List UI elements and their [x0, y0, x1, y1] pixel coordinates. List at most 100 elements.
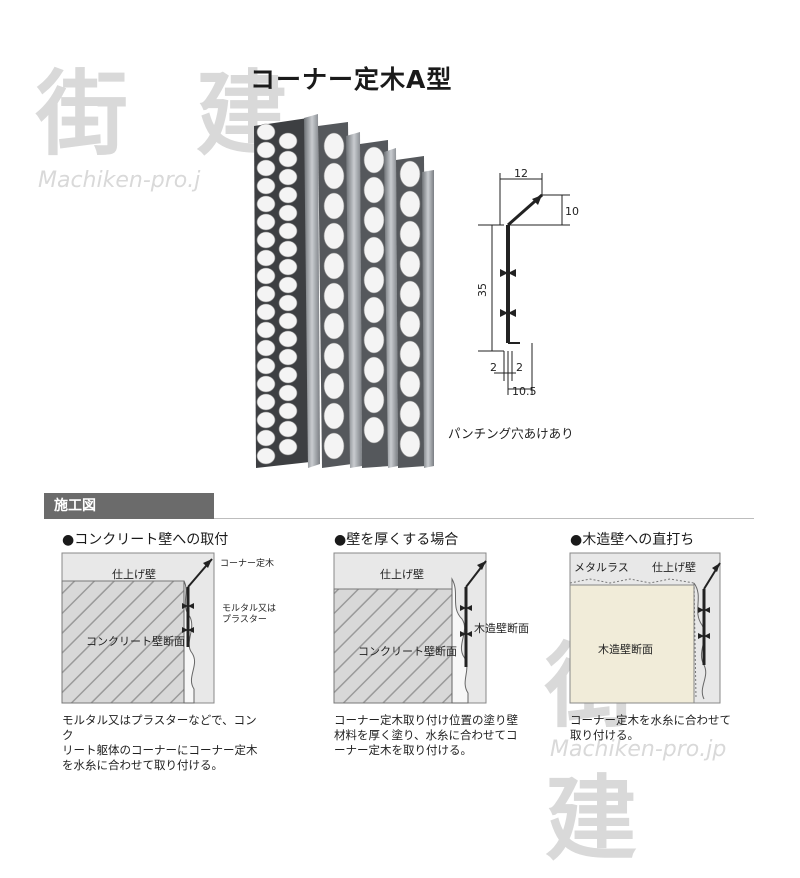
dim-top-width: 12: [514, 167, 528, 180]
perforation-hole: [363, 236, 385, 264]
perforation-hole: [278, 222, 298, 240]
panel-1-note: モルタル又はプラスターなどで、コンクリート躯体のコーナーにコーナー定木を水糸に合…: [62, 713, 258, 772]
perforation-hole: [323, 192, 345, 220]
perforation-hole: [278, 384, 298, 402]
perforation-hole: [278, 366, 298, 384]
perforation-hole: [256, 231, 276, 249]
dim-base-width: 10.5: [512, 385, 537, 398]
panel-3-section-label: 木造壁断面: [598, 643, 653, 656]
perforation-hole: [323, 402, 345, 430]
perforation-hole: [256, 339, 276, 357]
perforation-hole: [256, 195, 276, 213]
perforation-hole: [278, 438, 298, 456]
perforation-hole: [323, 312, 345, 340]
perforation-hole: [256, 177, 276, 195]
panel-1-title: ●コンクリート壁への取付: [62, 532, 229, 548]
panel-2-diagram: [333, 552, 487, 704]
panel-2-section-label: コンクリート壁断面: [358, 645, 457, 658]
perforation-hole: [323, 282, 345, 310]
perforation-hole: [363, 416, 385, 444]
watermark-kanji-top: 街 建: [36, 60, 307, 168]
perforation-hole: [278, 294, 298, 312]
perforation-hole: [363, 386, 385, 414]
perforation-hole: [278, 240, 298, 258]
perforation-hole: [363, 356, 385, 384]
perforation-hole: [323, 162, 345, 190]
panel-3-finish-wall: 仕上げ壁: [652, 561, 696, 574]
perforation-hole: [256, 321, 276, 339]
perforation-hole: [323, 342, 345, 370]
perforation-hole: [399, 430, 421, 458]
dimension-drawing: 12 10 35 2 2 10.5: [476, 167, 579, 398]
perforation-hole: [323, 372, 345, 400]
dim-top-height: 10: [565, 205, 579, 218]
perforation-hole: [256, 267, 276, 285]
perforation-hole: [278, 132, 298, 150]
perforation-hole: [256, 429, 276, 447]
perforation-hole: [399, 160, 421, 188]
panel-2-title: ●壁を厚くする場合: [334, 532, 459, 548]
perforation-hole: [278, 420, 298, 438]
perforation-hole: [399, 370, 421, 398]
perforation-hole: [278, 312, 298, 330]
panel-3-title: ●木造壁への直打ち: [570, 532, 695, 548]
section-divider: [214, 518, 754, 519]
perforation-hole: [399, 400, 421, 428]
perforation-hole: [256, 357, 276, 375]
perforation-hole: [399, 220, 421, 248]
section-heading: 施工図: [44, 493, 214, 519]
perforation-hole: [256, 447, 276, 465]
perforation-hole: [278, 258, 298, 276]
panel-3-metal-lath-label: メタルラス: [574, 561, 629, 574]
perforation-hole: [399, 250, 421, 278]
watermark-text-bottom: Machiken-pro.jp: [550, 737, 727, 762]
perforation-hole: [363, 266, 385, 294]
perforation-hole: [256, 375, 276, 393]
perforation-hole: [256, 159, 276, 177]
panel-1-corner-bead-label: コーナー定木: [220, 559, 275, 569]
perforation-hole: [256, 141, 276, 159]
dim-right-gap: 2: [516, 361, 523, 374]
perforation-hole: [363, 176, 385, 204]
perforation-hole: [278, 330, 298, 348]
perforation-hole: [256, 303, 276, 321]
panel-1-diagram: [61, 552, 215, 704]
panel-1-finish-wall: 仕上げ壁: [112, 568, 156, 581]
perforation-hole: [256, 411, 276, 429]
corner-bead-illustration: [254, 114, 434, 468]
perforation-hole: [399, 310, 421, 338]
perforation-hole: [256, 213, 276, 231]
perforation-hole: [278, 150, 298, 168]
perforation-hole: [256, 123, 276, 141]
perforation-hole: [363, 296, 385, 324]
perforation-hole: [363, 206, 385, 234]
perforation-hole: [323, 432, 345, 460]
panel-2-finish-wall: 仕上げ壁: [380, 568, 424, 581]
perforation-hole: [323, 222, 345, 250]
panel-1-plaster-label-1: モルタル又は: [222, 604, 277, 614]
panel-2-wood-label: 木造壁断面: [474, 622, 529, 635]
perforation-hole: [323, 252, 345, 280]
panel-2-note: コーナー定木取り付け位置の塗り壁材料を厚く塗り、水糸に合わせてコーナー定木を取り…: [334, 713, 518, 757]
panel-1-section-label: コンクリート壁断面: [86, 635, 185, 648]
panel-3-note: コーナー定木を水糸に合わせて取り付ける。: [570, 713, 731, 742]
perforation-hole: [323, 132, 345, 160]
perforation-hole: [256, 393, 276, 411]
perforation-hole: [278, 186, 298, 204]
perforation-hole: [278, 168, 298, 186]
perforation-hole: [256, 249, 276, 267]
dim-height: 35: [476, 283, 489, 297]
panel-3-diagram: [569, 552, 721, 704]
page-title: コーナー定木A型: [250, 65, 453, 94]
dim-left-gap: 2: [490, 361, 497, 374]
perforation-hole: [278, 348, 298, 366]
perforation-hole: [278, 276, 298, 294]
perforation-hole: [363, 326, 385, 354]
perforation-hole: [399, 340, 421, 368]
perforation-hole: [399, 280, 421, 308]
perforation-hole: [278, 402, 298, 420]
watermark-text-top: Machiken-pro.j: [38, 168, 201, 193]
perforation-hole: [256, 285, 276, 303]
panel-1-plaster-label-2: プラスター: [222, 615, 267, 625]
perforation-hole: [278, 204, 298, 222]
